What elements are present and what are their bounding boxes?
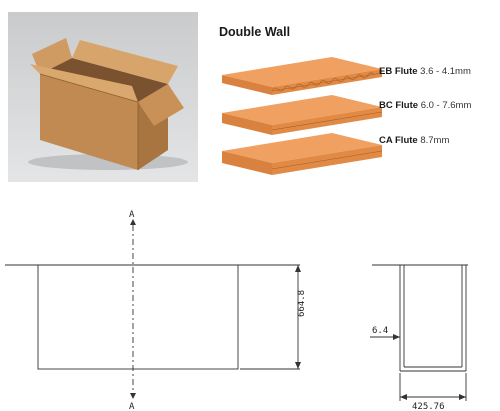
section-marker-bottom: A bbox=[129, 402, 135, 411]
flute-eb-label: EB Flute 3.6 - 4.1mm bbox=[379, 66, 471, 77]
wall-dimension: 6.4 bbox=[372, 326, 388, 336]
corrugated-layers-illustration bbox=[222, 57, 383, 175]
flute-ca-label: CA Flute 8.7mm bbox=[379, 135, 450, 146]
board-layer-eb bbox=[222, 57, 382, 95]
box-photo bbox=[8, 12, 198, 182]
board-layer-ca bbox=[222, 133, 382, 175]
section-marker-top: A bbox=[129, 210, 135, 220]
height-dimension: 664.8 bbox=[297, 290, 307, 317]
width-dimension: 425.76 bbox=[412, 402, 445, 411]
flute-bc-label: BC Flute 6.0 - 7.6mm bbox=[379, 100, 472, 111]
technical-drawing: A A 664.8 6.4 425.76 bbox=[5, 210, 468, 411]
double-wall-heading: Double Wall bbox=[219, 25, 291, 39]
board-layer-bc bbox=[222, 95, 382, 135]
